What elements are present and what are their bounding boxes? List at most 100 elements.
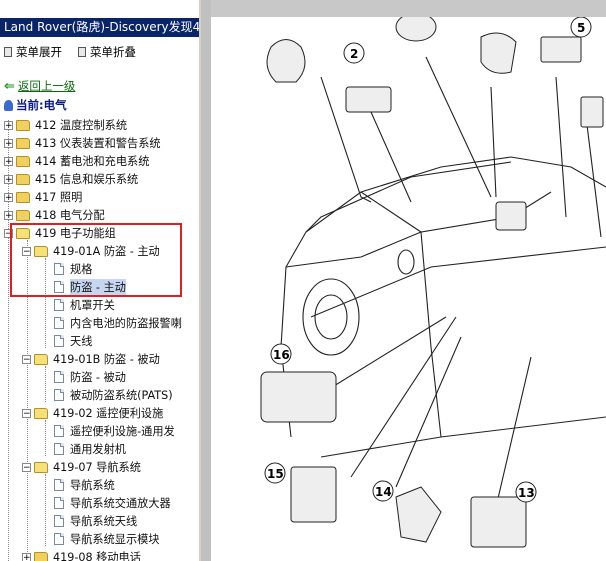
expand-icon[interactable]: +	[4, 156, 13, 167]
open-folder-icon	[34, 353, 48, 365]
back-link[interactable]: ⇐ 返回上一级	[4, 78, 75, 94]
tree-item[interactable]: 遥控便利设施-通用发	[54, 422, 175, 440]
receiver-module-component	[290, 466, 337, 523]
open-folder-icon	[16, 227, 30, 239]
menu-expand-icon	[4, 47, 12, 57]
collapse-icon[interactable]: −	[22, 462, 31, 473]
window-title: Land Rover(路虎)-Discovery发现4-(	[0, 18, 199, 37]
expand-icon[interactable]: +	[4, 138, 13, 149]
tree-item[interactable]: +415 信息和娱乐系统	[4, 170, 138, 188]
tree-item[interactable]: 规格	[54, 260, 92, 278]
tree-item[interactable]: +412 温度控制系统	[4, 116, 127, 134]
diagram-panel: 2 5 13 14 15 16	[211, 17, 606, 561]
expand-icon[interactable]: +	[22, 552, 31, 561]
leader-line	[350, 316, 457, 478]
expand-menu-label: 菜单展开	[16, 45, 62, 59]
collapse-menu-button[interactable]: 菜单折叠	[78, 44, 136, 60]
tree-item-label: 被动防盗系统(PATS)	[70, 389, 173, 402]
tree-item-label: 419 电子功能组	[35, 227, 116, 240]
leader-line	[315, 316, 447, 398]
collapse-icon[interactable]: −	[22, 354, 31, 365]
horn-component	[266, 39, 306, 83]
open-folder-icon	[34, 245, 48, 257]
tree-item[interactable]: 被动防盗系统(PATS)	[54, 386, 173, 404]
tree-item-selected[interactable]: 防盗 - 主动	[54, 278, 126, 296]
leader-line	[490, 86, 497, 198]
tree-item-label: 防盗 - 被动	[70, 371, 126, 384]
tree-item[interactable]: −419-02 遥控便利设施	[22, 404, 163, 422]
callout-circle	[270, 343, 292, 365]
car-roof-line	[305, 161, 512, 233]
document-icon	[54, 389, 64, 401]
tree-connector	[27, 240, 28, 560]
siren-component	[480, 32, 517, 74]
tree-item[interactable]: +414 蓄电池和充电系统	[4, 152, 149, 170]
document-icon	[54, 443, 64, 455]
car-hood-line	[285, 231, 422, 268]
tree-item[interactable]: 导航系统显示模块	[54, 530, 160, 548]
leader-line	[425, 56, 492, 198]
collapse-icon[interactable]: −	[4, 228, 13, 239]
leader-line	[585, 116, 602, 238]
tree-item-label: 412 温度控制系统	[35, 119, 128, 132]
current-location: 当前:电气	[4, 97, 67, 113]
callout-circle	[515, 481, 537, 503]
tree-item-label: 机罩开关	[70, 299, 115, 312]
tree-item[interactable]: 导航系统天线	[54, 512, 137, 530]
highlight-box	[10, 223, 182, 297]
tree-item[interactable]: −419-01A 防盗 - 主动	[22, 242, 160, 260]
expand-icon[interactable]: +	[4, 120, 13, 131]
tree-item[interactable]: +418 电气分配	[4, 206, 105, 224]
antenna-component	[495, 201, 527, 231]
tree-item[interactable]: 防盗 - 被动	[54, 368, 126, 386]
module-component	[540, 36, 582, 63]
document-icon	[54, 263, 64, 275]
expand-icon[interactable]: +	[4, 210, 13, 221]
tree-item-label: 规格	[70, 263, 93, 276]
tree-item[interactable]: +419-08 移动电话	[22, 548, 141, 561]
tree-item[interactable]: 导航系统	[54, 476, 115, 494]
folder-icon	[34, 551, 48, 561]
tree-item-label: 通用发射机	[70, 443, 126, 456]
tree-item-label: 导航系统天线	[70, 515, 138, 528]
tree-item[interactable]: 内含电池的防盗报警喇	[54, 314, 182, 332]
collapse-icon[interactable]: −	[22, 246, 31, 257]
callout-label: 13	[518, 486, 535, 500]
tree-item-label: 415 信息和娱乐系统	[35, 173, 139, 186]
leader-line	[555, 76, 567, 218]
open-folder-icon	[34, 461, 48, 473]
folder-icon	[16, 209, 30, 221]
expand-icon[interactable]: +	[4, 174, 13, 185]
callout-label: 2	[350, 47, 358, 61]
car-lower-line	[320, 416, 606, 458]
tree-connector	[45, 366, 46, 402]
document-icon	[54, 335, 64, 347]
tree-item[interactable]: −419-01B 防盗 - 被动	[22, 350, 160, 368]
tree-item[interactable]: 天线	[54, 332, 92, 350]
tree-item[interactable]: 导航系统交通放大器	[54, 494, 171, 512]
tree-item[interactable]: −419-07 导航系统	[22, 458, 141, 476]
tree-connector	[8, 120, 9, 561]
panel-splitter[interactable]	[201, 0, 211, 561]
tree-item-label: 导航系统交通放大器	[70, 497, 171, 510]
expand-icon[interactable]: +	[4, 192, 13, 203]
tree-connector	[45, 474, 46, 546]
document-icon	[54, 479, 64, 491]
tree-item[interactable]: − 419 电子功能组	[4, 224, 116, 242]
collapse-icon[interactable]: −	[22, 408, 31, 419]
tree-item[interactable]: 通用发射机	[54, 440, 126, 458]
tree-item-label: 418 电气分配	[35, 209, 105, 222]
tree-item[interactable]: 机罩开关	[54, 296, 115, 314]
tree-item[interactable]: +413 仪表装置和警告系统	[4, 134, 161, 152]
callout-circle	[570, 17, 592, 38]
tree-item[interactable]: +417 照明	[4, 188, 82, 206]
location-pin-icon	[4, 99, 13, 111]
document-icon	[54, 515, 64, 527]
vehicle-component-diagram: 2 5 13 14 15 16	[260, 17, 606, 548]
document-icon	[54, 317, 64, 329]
document-icon	[54, 497, 64, 509]
tree-item-label: 天线	[70, 335, 93, 348]
expand-menu-button[interactable]: 菜单展开	[4, 44, 62, 60]
alarm-sounder-component	[395, 17, 437, 42]
back-arrow-icon: ⇐	[4, 78, 15, 94]
